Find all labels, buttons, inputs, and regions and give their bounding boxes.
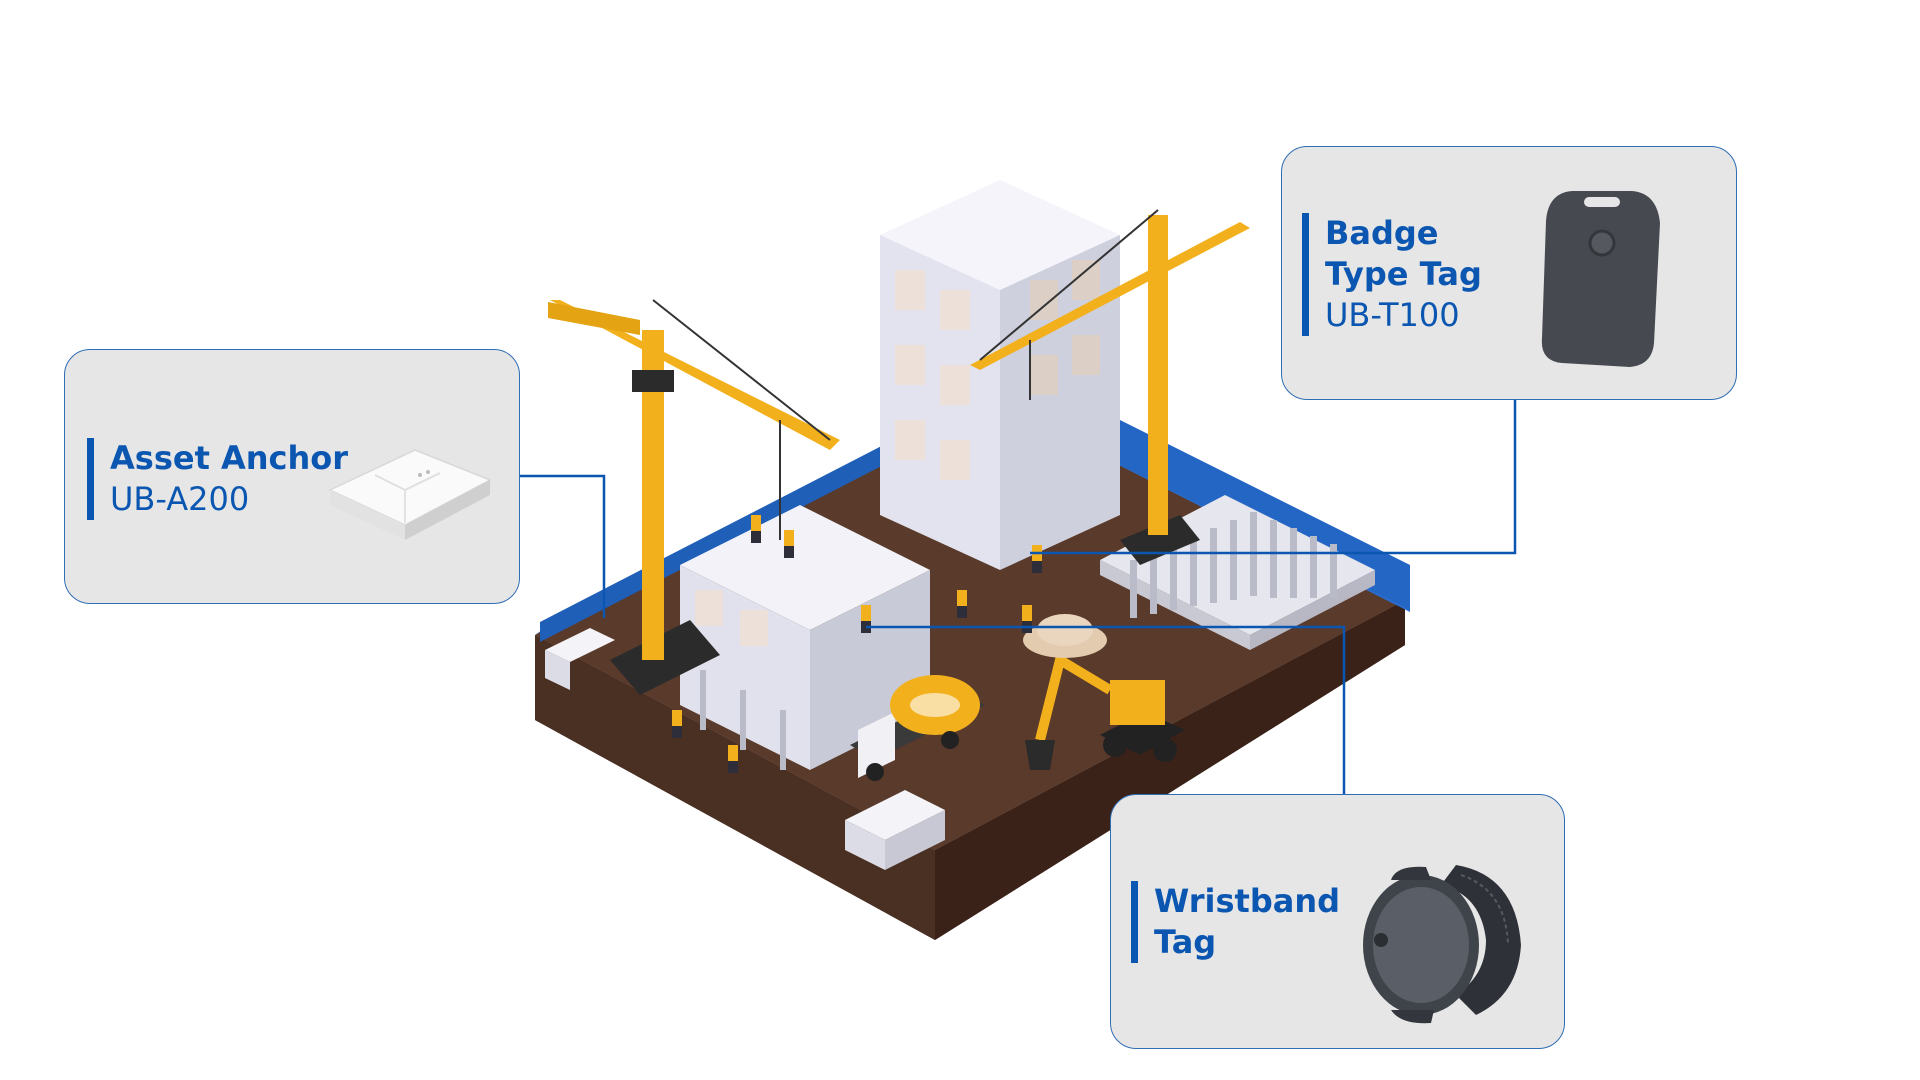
asset-anchor-model: UB-A200	[110, 480, 250, 518]
badge-tag-title: Badge Type Tag UB-T100	[1302, 213, 1482, 336]
badge-tag-card: Badge Type Tag UB-T100	[1281, 146, 1737, 400]
badge-tag-model: UB-T100	[1325, 296, 1460, 334]
badge-tag-name-line1: Badge	[1325, 214, 1439, 252]
badge-tag-icon	[1541, 191, 1660, 367]
left-crane	[548, 299, 840, 695]
wrist-connector	[866, 625, 1346, 794]
connector-lines	[520, 400, 1517, 794]
material-pallets	[545, 628, 945, 870]
wristband-tag-card: Wristband Tag	[1110, 794, 1565, 1049]
asset-anchor-card: Asset Anchor UB-A200	[64, 349, 520, 604]
tall-building	[880, 180, 1120, 570]
anchor-connector	[520, 474, 606, 618]
ceiling-anchor-icon	[328, 449, 492, 540]
cement-mixer-truck	[850, 675, 985, 781]
badge-tag-name-line2: Type Tag	[1325, 255, 1482, 293]
sand-pile	[1023, 614, 1107, 658]
wristband-tag-title: Wristband Tag	[1131, 881, 1340, 963]
excavator	[1025, 652, 1185, 770]
wristband-tag-name-line1: Wristband	[1154, 882, 1341, 920]
asset-anchor-name: Asset Anchor	[110, 439, 349, 477]
wristband-tag-icon	[1363, 865, 1521, 1024]
badge-connector	[1030, 400, 1517, 555]
wristband-tag-name-line2: Tag	[1154, 923, 1217, 961]
asset-anchor-title: Asset Anchor UB-A200	[87, 438, 348, 520]
